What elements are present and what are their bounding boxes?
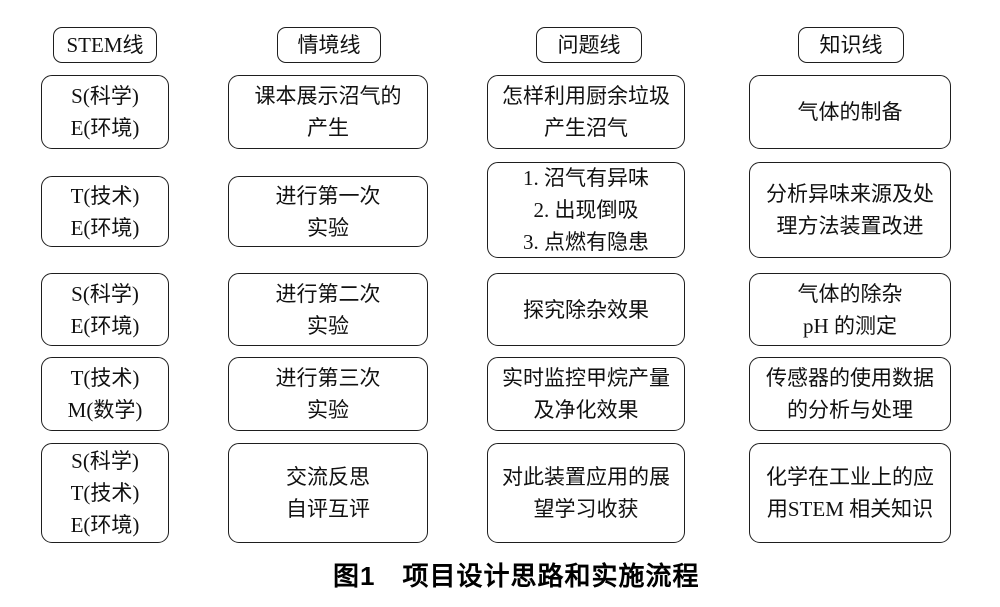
box-context-3: 进行第二次 实验 [228,273,428,346]
box-problem-5: 对此装置应用的展 望学习收获 [487,443,685,543]
box-problem-4: 实时监控甲烷产量 及净化效果 [487,357,685,431]
box-knowledge-2: 分析异味来源及处 理方法装置改进 [749,162,951,258]
box-context-1: 课本展示沼气的 产生 [228,75,428,149]
box-knowledge-1: 气体的制备 [749,75,951,149]
box-problem-1: 怎样利用厨余垃圾 产生沼气 [487,75,685,149]
column-header-context: 情境线 [277,27,381,63]
box-stem-4: T(技术) M(数学) [41,357,169,431]
box-knowledge-5: 化学在工业上的应 用STEM 相关知识 [749,443,951,543]
column-header-problem: 问题线 [536,27,642,63]
box-stem-3: S(科学) E(环境) [41,273,169,346]
figure-caption: 图1 项目设计思路和实施流程 [333,561,700,591]
box-problem-2: 1. 沼气有异味 2. 出现倒吸 3. 点燃有隐患 [487,162,685,258]
column-header-stem: STEM线 [53,27,157,63]
box-context-4: 进行第三次 实验 [228,357,428,431]
box-context-5: 交流反思 自评互评 [228,443,428,543]
box-stem-5: S(科学) T(技术) E(环境) [41,443,169,543]
box-knowledge-3: 气体的除杂 pH 的测定 [749,273,951,346]
box-stem-2: T(技术) E(环境) [41,176,169,247]
box-context-2: 进行第一次 实验 [228,176,428,247]
box-problem-3: 探究除杂效果 [487,273,685,346]
box-knowledge-4: 传感器的使用数据 的分析与处理 [749,357,951,431]
box-stem-1: S(科学) E(环境) [41,75,169,149]
column-header-knowledge: 知识线 [798,27,904,63]
